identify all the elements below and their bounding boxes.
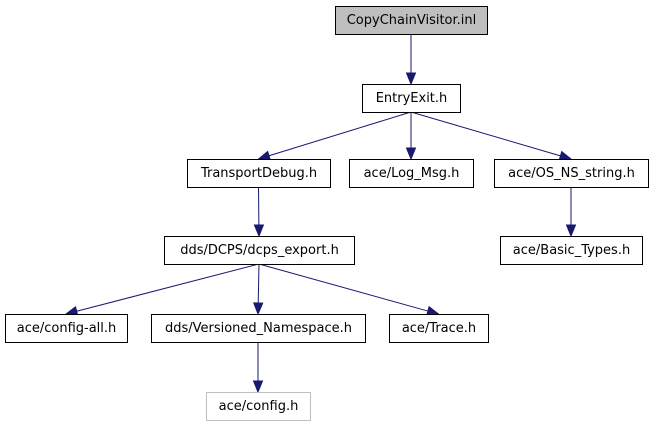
node-label: CopyChainVisitor.inl <box>347 13 477 28</box>
edge-line <box>268 111 412 157</box>
arrowhead-icon <box>405 72 417 86</box>
node-label: ace/Trace.h <box>402 321 476 336</box>
edge-line <box>258 263 429 312</box>
node-logmsg[interactable]: ace/Log_Msg.h <box>349 159 474 188</box>
arrowhead-icon <box>565 224 577 238</box>
node-box <box>151 314 366 343</box>
node-label: ace/OS_NS_string.h <box>508 166 635 181</box>
node-label: ace/Basic_Types.h <box>513 243 630 258</box>
node-label: TransportDebug.h <box>200 166 317 181</box>
node-configall[interactable]: ace/config-all.h <box>5 314 128 343</box>
node-label: dds/DCPS/dcps_export.h <box>180 243 339 258</box>
node-config: ace/config.h <box>206 392 311 421</box>
node-label: ace/Log_Msg.h <box>364 166 460 181</box>
node-box <box>494 159 649 188</box>
node-dcpsexport[interactable]: dds/DCPS/dcps_export.h <box>164 236 355 265</box>
node-box <box>349 159 474 188</box>
arrowhead-icon <box>558 150 573 161</box>
edge-dcpsexport-to-versioned <box>252 263 264 316</box>
edge-dcpsexport-to-configall <box>64 263 260 317</box>
edge-line <box>257 263 260 304</box>
arrowhead-icon <box>405 147 417 161</box>
edge-versioned-to-config <box>252 342 264 394</box>
node-box <box>389 314 489 343</box>
node-box <box>500 236 643 265</box>
edges-layer <box>64 34 577 394</box>
arrowhead-icon <box>252 380 264 394</box>
edge-line <box>76 263 260 312</box>
edge-line <box>410 111 561 157</box>
node-box <box>335 6 488 35</box>
edge-dcpsexport-to-trace <box>258 263 440 316</box>
node-label: dds/Versioned_Namespace.h <box>165 321 352 336</box>
node-box <box>164 236 355 265</box>
edge-entryexit-to-osnsstring <box>410 111 573 161</box>
node-box <box>187 159 331 188</box>
node-osnsstring[interactable]: ace/OS_NS_string.h <box>494 159 649 188</box>
edge-osnsstring-to-basictypes <box>565 187 577 238</box>
node-label: ace/config.h <box>219 399 299 414</box>
node-label: EntryExit.h <box>376 91 448 106</box>
node-copychain[interactable]: CopyChainVisitor.inl <box>335 6 488 35</box>
edge-entryexit-to-transportdebug <box>257 111 412 161</box>
arrowhead-icon <box>252 302 264 316</box>
node-box <box>362 84 461 113</box>
edge-entryexit-to-logmsg <box>405 112 417 161</box>
node-box <box>5 314 128 343</box>
arrowhead-icon <box>257 150 272 161</box>
node-entryexit[interactable]: EntryExit.h <box>362 84 461 113</box>
node-label: ace/config-all.h <box>17 321 117 336</box>
node-box <box>206 392 311 421</box>
arrowhead-icon <box>253 224 265 238</box>
node-versioned[interactable]: dds/Versioned_Namespace.h <box>151 314 366 343</box>
node-trace[interactable]: ace/Trace.h <box>389 314 489 343</box>
node-basictypes[interactable]: ace/Basic_Types.h <box>500 236 643 265</box>
nodes-layer: CopyChainVisitor.inlEntryExit.hTransport… <box>5 6 649 421</box>
edge-copychain-to-entryexit <box>405 34 417 86</box>
edge-transportdebug-to-dcpsexport <box>253 186 265 238</box>
node-transportdebug[interactable]: TransportDebug.h <box>187 159 331 188</box>
